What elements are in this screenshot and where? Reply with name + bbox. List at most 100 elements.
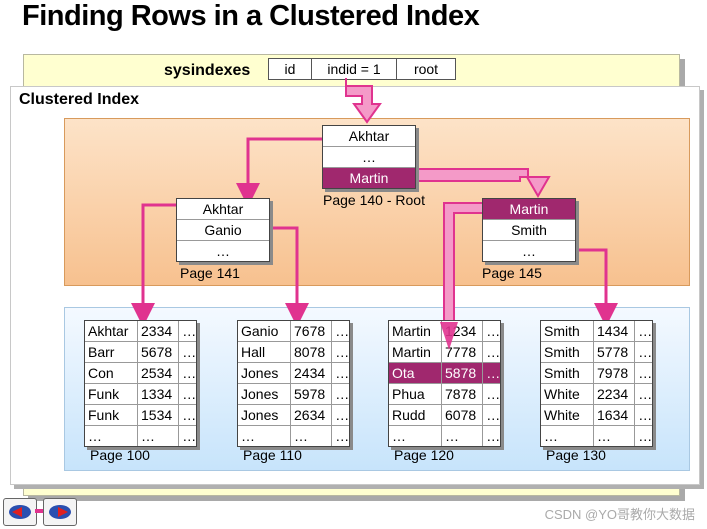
leaf-value-cell: 5778 bbox=[594, 342, 636, 362]
root-to-page145-arrow bbox=[413, 168, 551, 198]
root-page-box: Akhtar … Martin bbox=[322, 125, 416, 189]
page141-row: Ganio bbox=[177, 220, 269, 241]
page141-to-page100-arrow bbox=[131, 203, 176, 327]
leaf-more-cell: … bbox=[638, 386, 652, 402]
page145-row: … bbox=[522, 243, 536, 259]
leaf-key-cell: Jones bbox=[238, 405, 292, 425]
leaf-page-caption: Page 120 bbox=[394, 447, 454, 463]
leaf-more-cell: … bbox=[486, 386, 500, 402]
leaf-value-cell: 7778 bbox=[442, 342, 484, 362]
leaf-more-cell: … bbox=[638, 407, 652, 423]
previous-slide-button[interactable] bbox=[3, 498, 37, 526]
leaf-row: ……… bbox=[541, 426, 652, 446]
leaf-more-cell: … bbox=[638, 365, 652, 381]
leaf-key-cell: … bbox=[238, 426, 292, 446]
leaf-more-cell: … bbox=[182, 344, 196, 360]
leaf-key-cell: … bbox=[389, 426, 443, 446]
leaf-key-cell: Smith bbox=[541, 342, 595, 362]
leaf-key-cell: Rudd bbox=[389, 405, 443, 425]
root-page-caption: Page 140 - Root bbox=[323, 192, 425, 208]
leaf-key-cell: Ota bbox=[389, 363, 443, 383]
leaf-more-cell: … bbox=[638, 323, 652, 339]
page141-box: Akhtar Ganio … bbox=[176, 198, 270, 262]
leaf-value-cell: 2534 bbox=[138, 363, 180, 383]
leaf-value-cell: 5678 bbox=[138, 342, 180, 362]
leaf-more-cell: … bbox=[335, 365, 349, 381]
clustered-index-label: Clustered Index bbox=[19, 91, 140, 108]
leaf-key-cell: … bbox=[541, 426, 595, 446]
leaf-row: ……… bbox=[389, 426, 500, 446]
leaf-key-cell: Jones bbox=[238, 384, 292, 404]
leaf-value-cell: 7878 bbox=[442, 384, 484, 404]
page145-box: Martin Smith … bbox=[482, 198, 576, 262]
page141-to-page110-arrow bbox=[270, 226, 309, 327]
next-slide-button[interactable] bbox=[43, 498, 77, 526]
leaf-more-cell: … bbox=[486, 365, 500, 381]
leaf-value-cell: 5978 bbox=[291, 384, 333, 404]
page141-row: Akhtar bbox=[177, 199, 269, 220]
sysindexes-table: id indid = 1 root bbox=[268, 58, 456, 80]
watermark: CSDN @YO哥教你大数据 bbox=[544, 507, 695, 522]
leaf-key-cell: Jones bbox=[238, 363, 292, 383]
leaf-value-cell: … bbox=[291, 426, 333, 446]
leaf-value-cell: 1434 bbox=[594, 321, 636, 341]
leaf-more-cell: … bbox=[486, 344, 500, 360]
leaf-value-cell: … bbox=[442, 426, 484, 446]
leaf-key-cell: Hall bbox=[238, 342, 292, 362]
leaf-more-cell: … bbox=[182, 323, 196, 339]
leaf-value-cell: … bbox=[594, 426, 636, 446]
leaf-more-cell: … bbox=[638, 428, 652, 444]
leaf-value-cell: 2634 bbox=[291, 405, 333, 425]
leaf-value-cell: 7978 bbox=[594, 363, 636, 383]
leaf-page-caption: Page 100 bbox=[90, 447, 150, 463]
leaf-key-cell: Funk bbox=[85, 384, 139, 404]
leaf-more-cell: … bbox=[335, 344, 349, 360]
leaf-value-cell: … bbox=[138, 426, 180, 446]
root-to-page141-arrow bbox=[236, 137, 322, 207]
page141-row: … bbox=[216, 243, 230, 259]
leaf-key-cell: Martin bbox=[389, 321, 443, 341]
leaf-value-cell: 2334 bbox=[138, 321, 180, 341]
leaf-more-cell: … bbox=[335, 428, 349, 444]
sysindexes-label: sysindexes bbox=[164, 62, 251, 79]
leaf-more-cell: … bbox=[182, 407, 196, 423]
back-arrow-icon bbox=[9, 505, 31, 519]
leaf-value-cell: 1634 bbox=[594, 405, 636, 425]
leaf-more-cell: … bbox=[486, 428, 500, 444]
leaf-key-cell: Ganio bbox=[238, 321, 292, 341]
leaf-key-cell: Barr bbox=[85, 342, 139, 362]
leaf-value-cell: 8078 bbox=[291, 342, 333, 362]
leaf-key-cell: Smith bbox=[541, 321, 595, 341]
leaf-more-cell: … bbox=[182, 386, 196, 402]
slide-title: Finding Rows in a Clustered Index bbox=[22, 0, 480, 32]
leaf-value-cell: 2234 bbox=[594, 384, 636, 404]
leaf-more-cell: … bbox=[335, 323, 349, 339]
leaf-value-cell: 6078 bbox=[442, 405, 484, 425]
leaf-row: ……… bbox=[85, 426, 196, 446]
leaf-more-cell: … bbox=[486, 407, 500, 423]
root-page-row-highlighted: Martin bbox=[323, 168, 415, 188]
leaf-value-cell: 7678 bbox=[291, 321, 333, 341]
leaf-more-cell: … bbox=[182, 428, 196, 444]
leaf-key-cell: Martin bbox=[389, 342, 443, 362]
leaf-more-cell: … bbox=[486, 323, 500, 339]
